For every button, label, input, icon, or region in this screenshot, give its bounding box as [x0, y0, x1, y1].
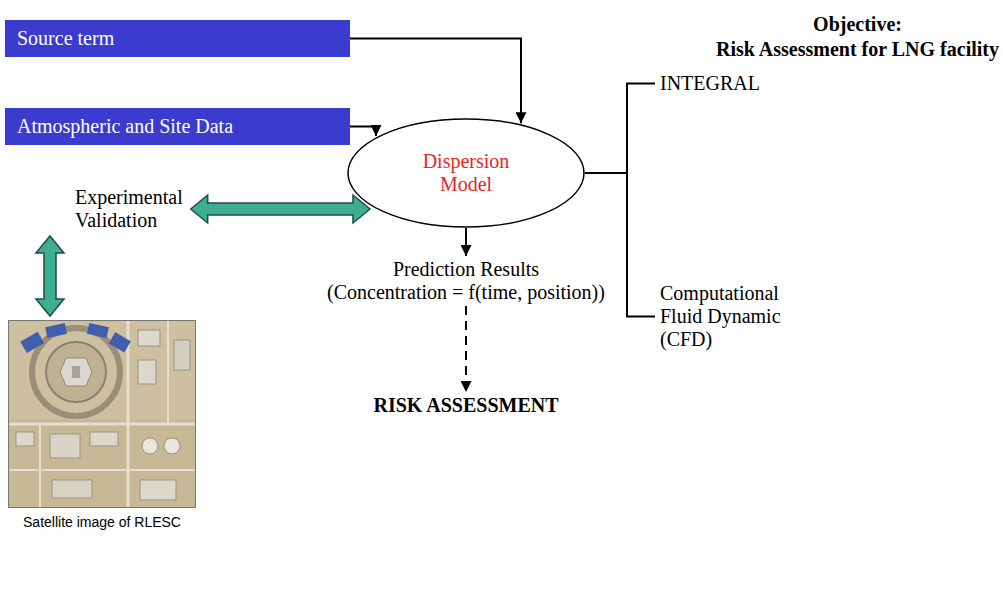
satellite-image [8, 320, 196, 508]
text-line: Objective: [716, 12, 999, 37]
outcome-label: RISK ASSESSMENT [333, 394, 599, 417]
input-box: Atmospheric and Site Data [5, 108, 350, 145]
node-text: Source term [17, 20, 338, 57]
text-line: Fluid Dynamic [660, 305, 781, 328]
method-label: INTEGRAL [660, 72, 760, 95]
double-block-arrow [36, 236, 64, 316]
node-text: Atmospheric and Site Data [17, 108, 338, 145]
dashed-arrow [465, 306, 467, 392]
connector-line [350, 127, 376, 137]
model-ellipse: Dispersion Model [347, 118, 585, 228]
node-text: Computational Fluid Dynamic (CFD) [660, 282, 781, 351]
satellite-figure: Satellite image of RLESC [8, 320, 196, 530]
text-line: Prediction Results [306, 258, 626, 281]
text-line: Experimental [75, 186, 183, 209]
input-box: Source term [5, 20, 350, 57]
text-line: Computational [660, 282, 781, 305]
text-line: Dispersion [423, 150, 510, 173]
node-text: RISK ASSESSMENT [333, 394, 599, 417]
connector-line [350, 39, 521, 124]
connector-line [585, 84, 655, 174]
node-text: Satellite image of RLESC [8, 514, 196, 530]
diagram-title: Objective: Risk Assessment for LNG facil… [716, 12, 999, 62]
method-label: Computational Fluid Dynamic (CFD) [660, 282, 781, 351]
node-text: Experimental Validation [75, 186, 183, 232]
ellipse-shape [348, 119, 584, 227]
validation-label: Experimental Validation [38, 186, 183, 232]
node-text: Prediction Results (Concentration = f(ti… [306, 258, 626, 304]
double-block-arrow [191, 195, 370, 223]
node-text: Dispersion Model [423, 150, 510, 196]
node-text: INTEGRAL [660, 72, 760, 95]
result-label: Prediction Results (Concentration = f(ti… [306, 258, 626, 304]
connector-line [465, 228, 467, 256]
